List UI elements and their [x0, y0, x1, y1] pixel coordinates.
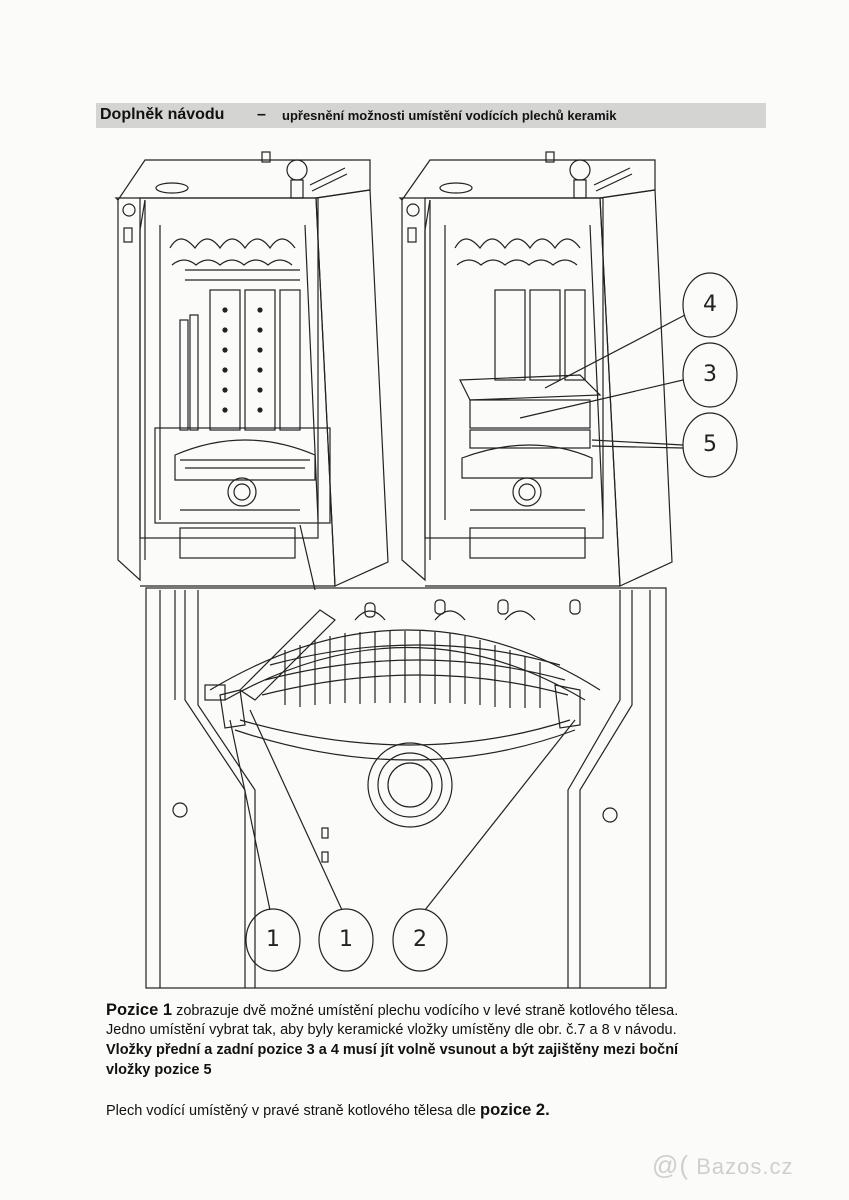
header-bar: Doplněk návodu – upřesnění možnosti umís…: [96, 103, 766, 128]
callout-circle-4: [682, 272, 738, 338]
callout-1-second: 1: [339, 927, 353, 952]
callout-circle-3: [682, 342, 738, 408]
boiler-drawings: [114, 151, 738, 989]
callout-circle-5: [682, 412, 738, 478]
detail-leader-line: [299, 524, 316, 591]
watermark: @( Bazos.cz: [652, 1150, 793, 1181]
paragraph-1-line-3: Vložky přední a zadní pozice 3 a 4 musí …: [106, 1042, 679, 1058]
paragraph-1-line-1: Pozice 1 zobrazuje dvě možné umístění pl…: [106, 1000, 678, 1021]
page-subtitle: upřesnění možnosti umístění vodících ple…: [282, 108, 617, 123]
paragraph-1-line-4: vložky pozice 5: [106, 1062, 212, 1078]
leader-line-5a: [591, 439, 684, 446]
paragraph-2: Plech vodící umístěný v pravé straně kot…: [106, 1100, 550, 1121]
at-icon: @(: [652, 1150, 690, 1180]
callout-1-first: 1: [266, 927, 280, 952]
paragraph-2-text: Plech vodící umístěný v pravé straně kot…: [106, 1103, 480, 1119]
callout-4: 4: [703, 292, 717, 317]
leader-line-4: [544, 314, 686, 389]
paragraph-1-text: zobrazuje dvě možné umístění plechu vodí…: [172, 1003, 679, 1019]
paragraph-1-line-2: Jedno umístění vybrat tak, aby byly kera…: [106, 1022, 677, 1038]
boiler-left-drawing: [114, 151, 389, 587]
callout-3: 3: [703, 362, 717, 387]
leader-line-1b: [249, 709, 343, 911]
page-title: Doplněk návodu: [100, 106, 225, 123]
callout-circle-2: [392, 908, 448, 972]
callout-5: 5: [703, 432, 717, 457]
leader-line-5b: [591, 445, 684, 449]
callout-2: 2: [413, 927, 427, 952]
watermark-text: Bazos.cz: [696, 1154, 794, 1179]
position-1-label: Pozice 1: [106, 1001, 173, 1019]
leader-line-3: [519, 379, 684, 419]
title-dash: –: [257, 106, 266, 123]
callout-circle-1b: [318, 908, 374, 972]
leader-line-1a: [229, 719, 271, 911]
detail-view-drawing: [145, 587, 667, 989]
position-2-label: pozice 2.: [479, 1101, 550, 1119]
boiler-right-drawing: [398, 151, 673, 587]
callout-circle-1a: [245, 908, 301, 972]
leader-line-2: [424, 719, 576, 911]
